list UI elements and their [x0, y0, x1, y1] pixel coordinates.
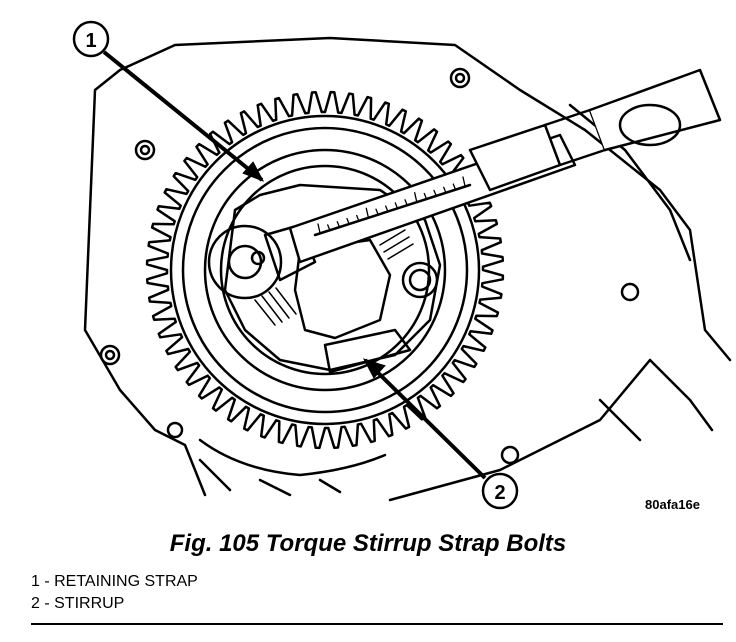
legend: 1 - RETAINING STRAP 2 - STIRRUP — [31, 571, 198, 615]
torque-wrench-head — [207, 223, 317, 300]
drum-inner-circle — [219, 164, 431, 376]
callout-1-leader — [102, 50, 264, 182]
figure-title: Fig. 105 Torque Stirrup Strap Bolts — [169, 530, 567, 557]
part-code: 80afa16e — [645, 497, 700, 512]
torque-wrench-shaft — [288, 68, 722, 264]
callout-2: 2 — [362, 358, 519, 510]
gear-teeth — [145, 90, 505, 450]
gear-inner-circle — [181, 126, 469, 414]
callout-2-number: 2 — [494, 482, 505, 504]
band-hatch — [254, 229, 414, 326]
callout-1-arrowhead — [242, 161, 265, 182]
callout-2-leader — [363, 358, 487, 480]
legend-item-1: 1 - RETAINING STRAP — [31, 573, 198, 590]
callout-1: 1 — [72, 20, 265, 182]
ring-gear — [145, 90, 505, 450]
stirrup-frame — [323, 328, 412, 374]
adjusting-nut — [401, 261, 439, 299]
callout-1-number: 1 — [85, 30, 96, 52]
bolt-holes — [99, 67, 640, 465]
illustration: 1 2 — [72, 20, 732, 510]
callout-2-arrowhead — [362, 358, 386, 379]
stirrup-shape — [293, 238, 392, 340]
bottom-rule — [31, 623, 723, 625]
housing-outline — [83, 36, 732, 502]
legend-item-2: 2 - STIRRUP — [31, 595, 125, 612]
drum-outer-circle — [203, 148, 447, 392]
gear-root-circle — [169, 114, 481, 426]
band — [223, 183, 442, 372]
lower-housing-detail — [198, 438, 387, 497]
